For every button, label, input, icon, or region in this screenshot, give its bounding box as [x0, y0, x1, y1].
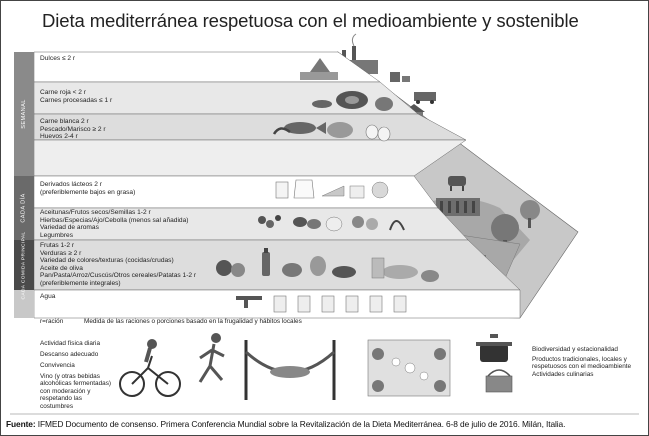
- cooking-pot-icon: [476, 334, 512, 362]
- sustainability-list: Biodiversidad y estacionalidad Productos…: [532, 346, 632, 378]
- lifestyle-convivencia: Convivencia: [40, 362, 75, 369]
- cheese-icon: [321, 181, 389, 199]
- band-semanal: [14, 52, 34, 176]
- side-label-cada-dia: CADA DÍA: [21, 193, 27, 223]
- lifestyle-vino: Vino (y otras bebidas alcohólicas fermen…: [40, 373, 112, 410]
- herbs-icon: [389, 220, 405, 231]
- garlic-icon: [325, 216, 343, 232]
- tier-frutas: Frutas 1-2 r Verduras ≥ 2 r Variedad de …: [40, 242, 197, 287]
- tier-lacteos: Derivados lácteos 2 r (preferiblemente b…: [40, 181, 136, 196]
- source-citation: Fuente: IFMED Documento de consenso. Pri…: [6, 419, 566, 429]
- tier-aceitunas: Aceitunas/Frutos secos/Semillas 1-2 r Hi…: [40, 209, 189, 239]
- legumes-icon: [352, 216, 378, 230]
- milk-jug-icon: [293, 179, 315, 199]
- water-tap-icon: [236, 296, 262, 308]
- olive-oil-icon: [262, 248, 270, 276]
- yogurt-icon: [349, 185, 365, 199]
- tier-agua: Agua: [40, 293, 56, 300]
- eggs-icon: [365, 124, 391, 142]
- side-label-semanal: SEMANAL: [21, 99, 28, 129]
- tier-dulces: Dulces ≤ 2 r: [40, 55, 76, 62]
- tier-carnes: Carne roja < 2 r Carnes procesadas ≤ 1 r: [40, 89, 113, 104]
- hammock-icon: [244, 340, 336, 400]
- band-cada-dia: [14, 176, 34, 240]
- sausage-icon: [312, 100, 332, 108]
- fish-icon: [284, 122, 326, 134]
- shrimp-icon: [272, 127, 291, 135]
- cake-icon: [300, 58, 338, 80]
- potato-icon: [421, 270, 439, 282]
- chicken-icon: [327, 122, 353, 138]
- water-glasses-icon: [273, 295, 407, 313]
- lifestyle-descanso: Descanso adecuado: [40, 351, 99, 358]
- vineyard-icon: [436, 198, 480, 216]
- truck-icon: [414, 92, 436, 104]
- legend-medida: Medida de las raciones o porciones basad…: [84, 318, 302, 325]
- vegetables-icon: [282, 256, 356, 278]
- building-icon: [390, 72, 410, 82]
- milk-glass-icon: [275, 181, 289, 199]
- lifestyle-actividad: Actividad física diaria: [40, 340, 101, 347]
- figure-title: Dieta mediterránea respetuosa con el med…: [42, 10, 579, 31]
- legend-racion: r=ración: [40, 318, 64, 325]
- tier-pescado: Carne blanca 2 r Pescado/Marisco ≥ 2 r H…: [40, 118, 106, 141]
- ham-icon: [375, 97, 393, 111]
- nuts-icon: [258, 215, 281, 228]
- side-label-cada-comida: CADA COMIDA PRINCIPAL: [21, 230, 27, 300]
- meat-icon: [336, 91, 368, 109]
- band-cada-comida: [14, 240, 34, 290]
- basket-icon: [485, 369, 513, 393]
- pasta-icon: [371, 257, 385, 279]
- fruit-bowl-icon: [216, 260, 245, 277]
- bread-icon: [382, 265, 418, 279]
- table-gathering-icon: [367, 339, 451, 397]
- cow-icon: [448, 176, 466, 191]
- tree-icon: [520, 200, 540, 228]
- olives-icon: [293, 217, 321, 229]
- runner-icon: [198, 333, 225, 383]
- band-agua: [14, 290, 34, 318]
- cyclist-icon: [119, 339, 181, 397]
